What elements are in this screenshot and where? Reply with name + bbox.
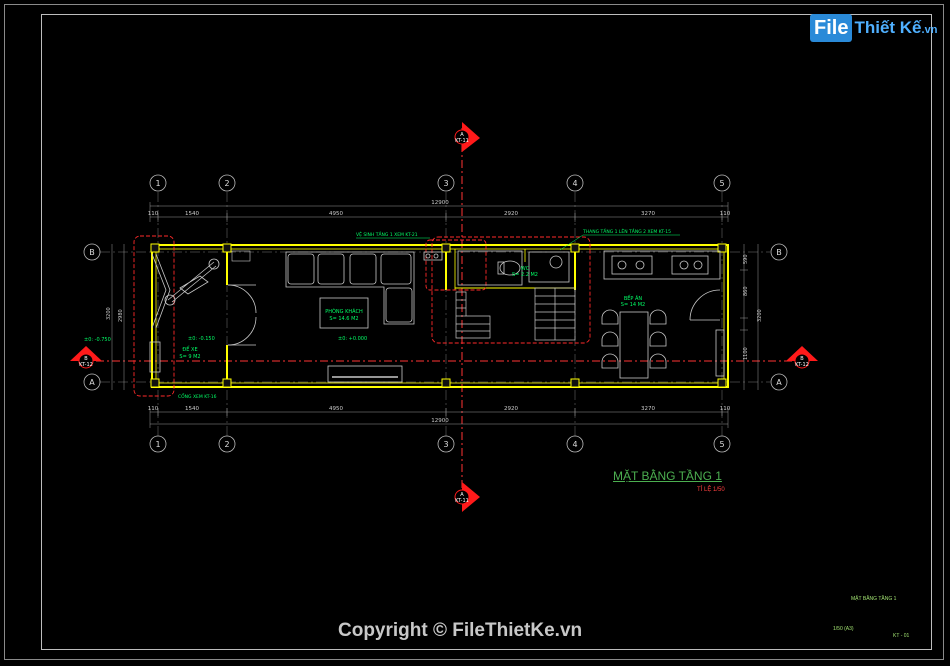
logo-box: File [810,14,853,42]
kitchen-counter [603,250,721,280]
section-right-ref: KT-12 [795,362,809,368]
grid-lines [100,192,770,436]
dim-left-2980: 2980 [118,309,124,322]
tv-cabinet [327,365,403,383]
room-wc-name: WC [521,266,530,272]
room-kitchen-area: S= 14 M2 [621,302,645,308]
section-marker-top [454,122,480,152]
grid-label-bottom-5: 5 [719,440,724,449]
dimension-lines-bottom [149,408,729,428]
sofa [285,251,415,325]
dim-edge-left-top: 110 [148,211,159,217]
grid-label-top-4: 4 [572,179,577,188]
room-garage-name: ĐỂ XE [182,345,197,353]
brand-logo[interactable]: File Thiết Kế.vn [810,13,937,43]
grid-label-top-3: 3 [443,179,448,188]
staircase [455,287,576,341]
room-kitchen-name: BẾP ĂN [624,294,643,302]
double-door [227,284,257,346]
section-marker-left [70,346,102,369]
window-small [231,250,251,262]
section-top-letter: A [460,132,464,138]
dim-right-1100: 1100 [743,347,749,360]
kitchen-door [689,289,725,377]
section-bottom-ref: KT-11 [455,498,469,504]
drawing-scale: TỈ LỆ 1/50 [697,487,725,493]
callout-boxes [133,235,591,397]
dim-right-total: 3200 [757,309,763,322]
grid-bubbles-rows [83,243,788,391]
section-marker-bottom [454,482,480,512]
grid-label-left-a: A [89,378,95,387]
dim-left-3200: 3200 [106,307,112,320]
drawing-title: MẶT BẰNG TẦNG 1 [613,469,722,483]
logo-name: Thiết Kế [854,18,922,37]
grid-label-left-b: B [89,248,95,257]
section-top-ref: KT-11 [455,138,469,144]
dimension-lines-right [740,244,759,390]
room-living-area: S= 14.6 M2 [329,316,358,322]
note-wc-detail: VỆ SINH TẦNG 1 XEM KT-21 [356,230,418,238]
dim-total-top: 12900 [431,200,449,206]
level-garage: ±0: -0.150 [188,336,215,342]
dim-bay-4-top: 3270 [641,211,655,217]
dim-edge-right-top: 110 [720,211,731,217]
section-marker-right [786,346,818,369]
room-wc-area: S= 2.2 M2 [512,272,538,278]
dim-total-bottom: 12900 [431,418,449,424]
copyright-watermark: Copyright © FileThietKe.vn [338,620,583,641]
logo-text: Thiết Kế.vn [854,18,937,38]
level-outside: ±0: -0.750 [84,337,111,343]
grid-label-right-b: B [776,248,782,257]
dim-right-590: 590 [743,254,749,264]
section-right-letter: B [800,356,804,362]
grid-label-top-1: 1 [155,179,160,188]
section-left-letter: B [84,356,88,362]
sheet-border-outer [4,4,944,660]
dimension-lines-left [111,244,125,390]
motorbike [164,258,220,306]
level-living: ±0: +0.000 [338,336,367,342]
section-left-ref: KT-12 [79,362,93,368]
coffee-table [319,297,369,329]
note-leaders [356,234,680,251]
walls [151,244,729,388]
dining-set [601,309,667,379]
sheet-border-inner [41,14,932,650]
logo-suffix: .vn [921,24,938,36]
grid-label-bottom-1: 1 [155,440,160,449]
dim-right-860: 860 [743,286,749,296]
room-garage-area: S= 9 M2 [179,354,200,360]
gate-swing [149,253,171,373]
grid-bubbles-bottom [149,435,731,453]
title-block-name: MẶT BẰNG TẦNG 1 [851,596,897,602]
columns [150,243,727,388]
dim-bay-2-bottom: 4950 [329,406,343,412]
grid-label-right-a: A [776,378,782,387]
dim-bay-4-bottom: 3270 [641,406,655,412]
dim-bay-1-top: 1540 [185,211,199,217]
grid-label-bottom-2: 2 [224,440,229,449]
wc-fixtures [423,250,570,286]
title-block-scale: 1/50 (A3) [833,626,854,632]
dim-edge-left-bottom: 110 [148,406,159,412]
title-block-sheet: KT - 01 [893,633,910,639]
grid-label-top-5: 5 [719,179,724,188]
dim-bay-1-bottom: 1540 [185,406,199,412]
room-living-name: PHÒNG KHÁCH [325,308,363,315]
dim-bay-2-top: 4950 [329,211,343,217]
grid-bubbles-top [149,174,731,192]
dimension-lines-top [149,202,729,222]
dim-edge-right-bottom: 110 [720,406,731,412]
note-stair-detail: THANG TẦNG 1 LÊN TẦNG 2 XEM KT-15 [582,227,671,235]
dim-bay-3-bottom: 2920 [504,406,518,412]
dim-bay-3-top: 2920 [504,211,518,217]
note-gate-detail: CỔNG XEM KT-16 [178,392,217,400]
grid-label-top-2: 2 [224,179,229,188]
grid-label-bottom-3: 3 [443,440,448,449]
grid-label-bottom-4: 4 [572,440,577,449]
section-bottom-letter: A [460,492,464,498]
